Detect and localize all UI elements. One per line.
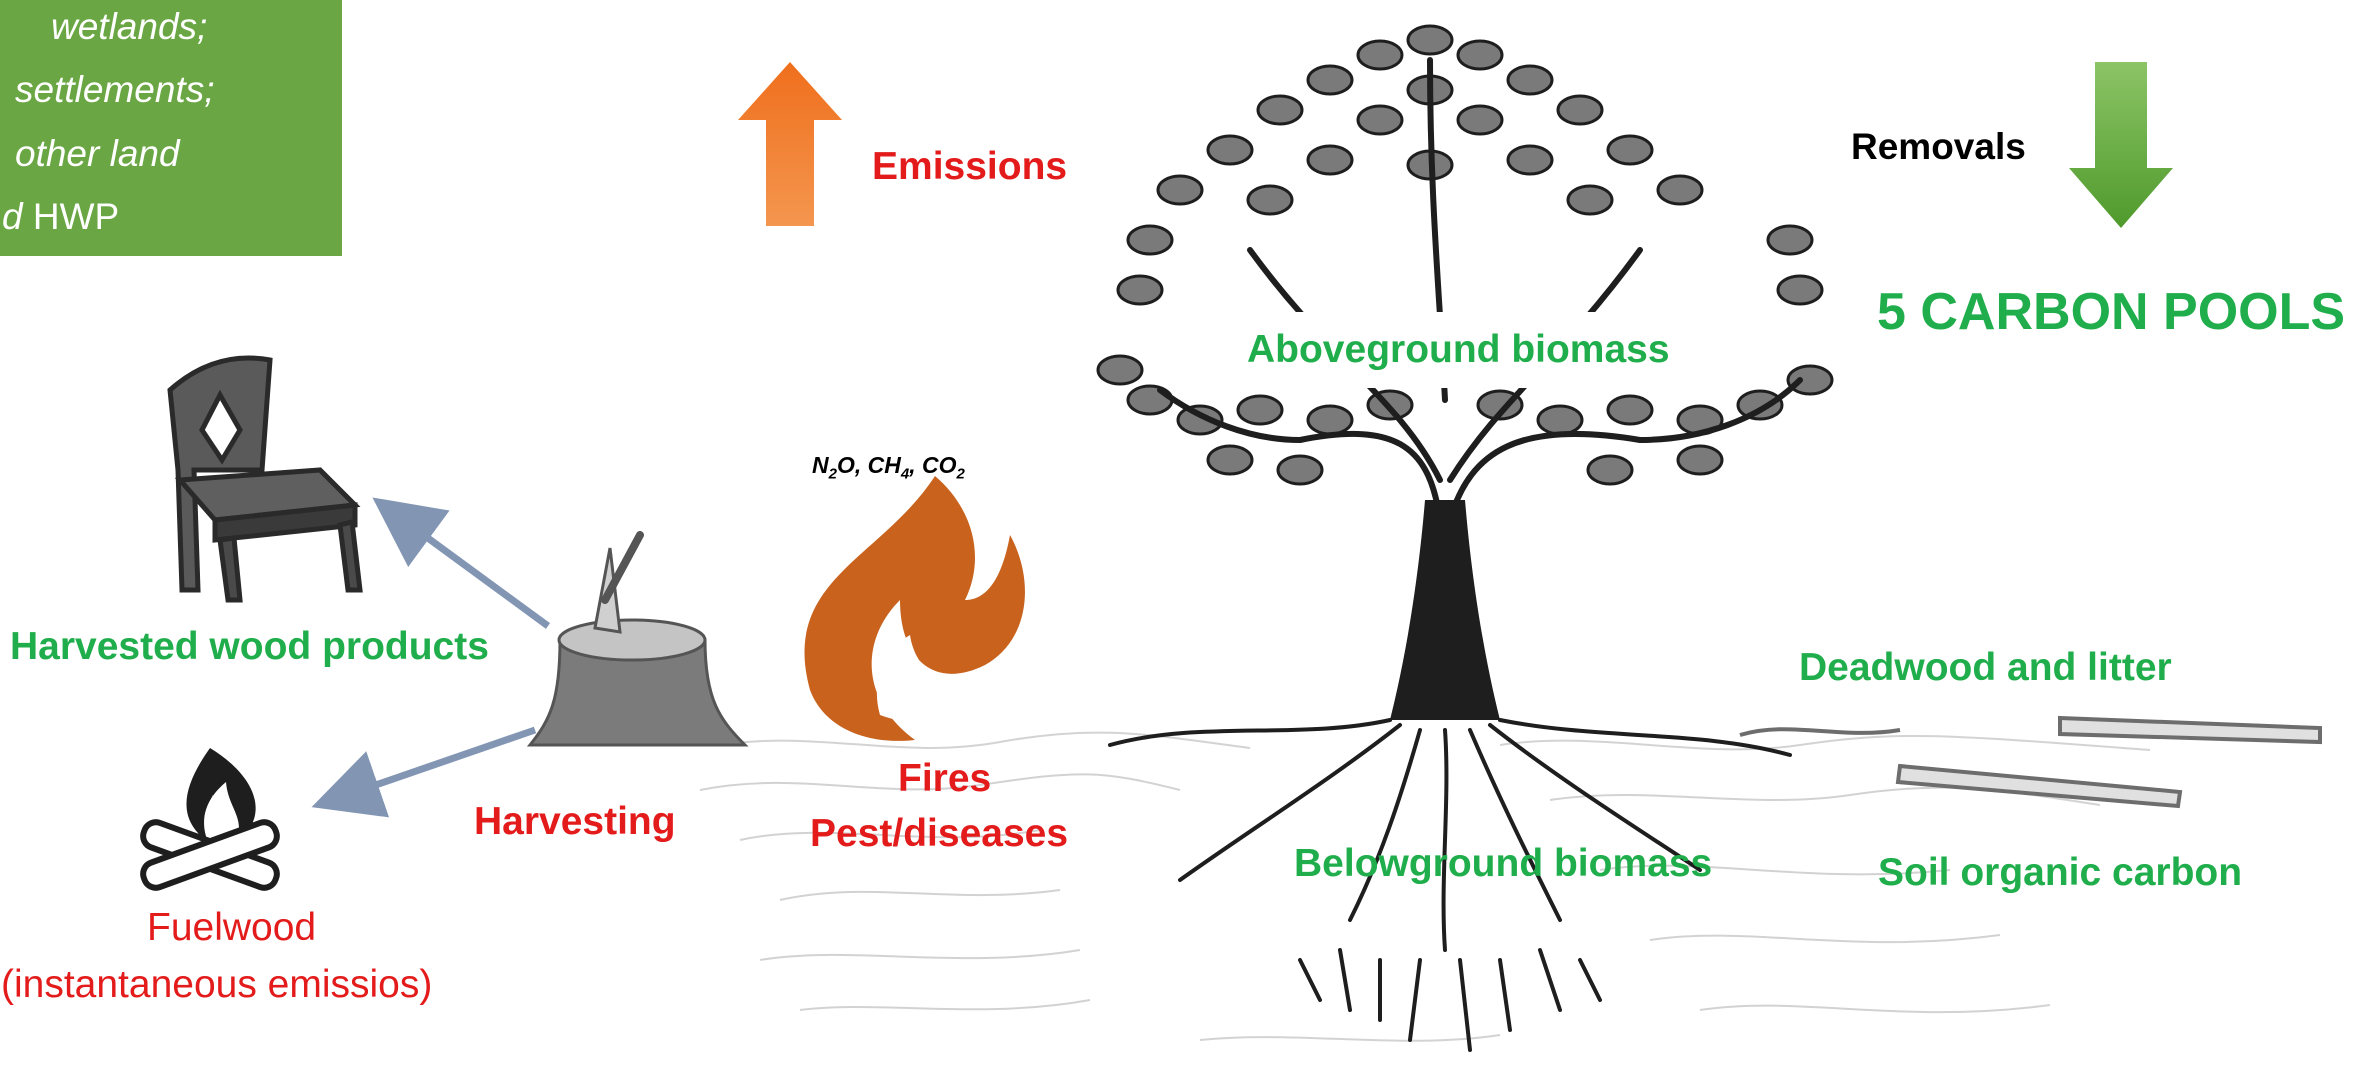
stump-axe-icon [526, 531, 749, 747]
removals-label: Removals [1851, 126, 2026, 167]
deadwood-icon [1739, 715, 2322, 809]
emission-arrow-icon [738, 62, 842, 226]
harvested-wood-products-label: Harvested wood products [10, 625, 489, 668]
five-carbon-pools-title: 5 CARBON POOLS [1877, 283, 2346, 341]
campfire-icon [140, 748, 280, 891]
flow-arrows [311, 497, 551, 818]
pests-diseases-label: Pest/diseases [810, 812, 1069, 855]
deadwood-litter-label: Deadwood and litter [1799, 646, 2172, 689]
soil-organic-carbon-label: Soil organic carbon [1878, 851, 2243, 894]
fuelwood-note-label: (instantaneous emissios) [1, 963, 433, 1006]
fires-label: Fires [898, 757, 992, 800]
emissions-label: Emissions [872, 145, 1068, 188]
belowground-biomass-label: Belowground biomass [1294, 842, 1713, 885]
chair-icon [167, 355, 363, 603]
land-wetlands: wetlands; [51, 6, 208, 47]
fuelwood-label: Fuelwood [147, 906, 317, 949]
aboveground-label-box [1172, 312, 1770, 388]
ground-texture [699, 731, 2151, 1042]
land-settlements: settlements; [15, 69, 215, 110]
land-other: other land [15, 133, 180, 174]
greenhouse-gases-label: N2O, CH4, CO2 [812, 452, 965, 483]
land-hwp-prefix: d [2, 196, 23, 237]
tree-icon [1096, 24, 1834, 1052]
land-hwp: HWP [22, 196, 120, 237]
removal-arrow-icon [2069, 62, 2173, 228]
harvesting-label: Harvesting [474, 800, 676, 843]
aboveground-biomass-label: Aboveground biomass [1247, 328, 1670, 371]
land-use-box: wetlands; settlements; other land d HWP [0, 0, 342, 256]
fire-icon [804, 476, 1025, 741]
